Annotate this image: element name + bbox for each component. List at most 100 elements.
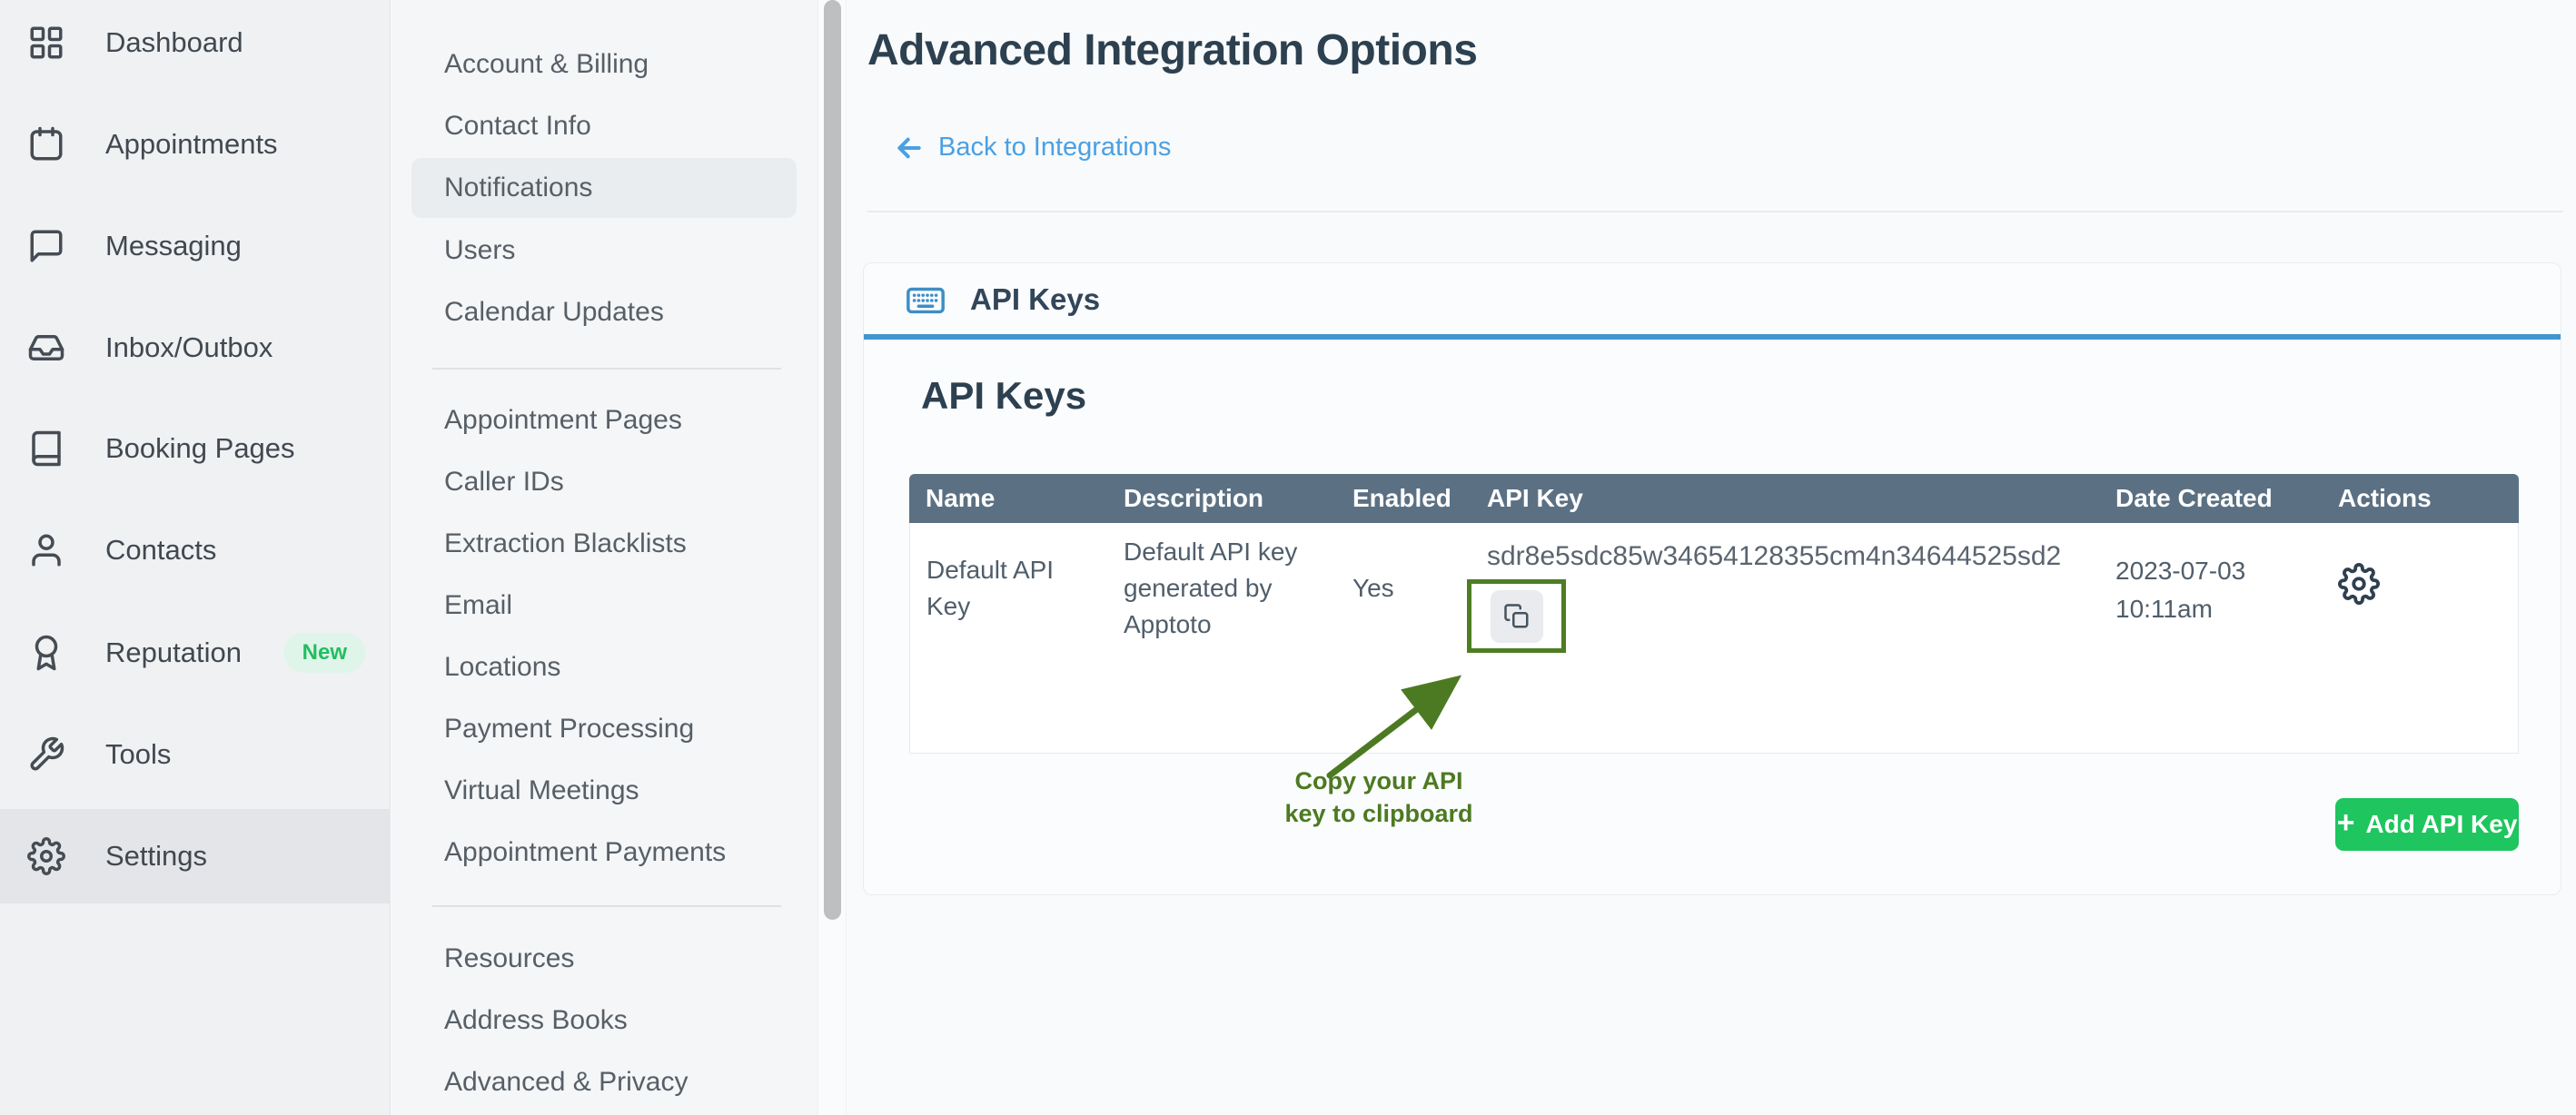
- cell-description: Default API key generated by Apptoto: [1107, 523, 1336, 754]
- tab-label: API Keys: [970, 282, 1101, 316]
- sidebar-item-dashboard[interactable]: Dashboard: [0, 8, 391, 77]
- settings-menu-item-extraction-blacklists[interactable]: Extraction Blacklists: [391, 516, 817, 572]
- settings-menu-item-label: Locations: [444, 652, 561, 682]
- sidebar-item-inbox-outbox[interactable]: Inbox/Outbox: [0, 313, 391, 382]
- settings-menu-item-label: Users: [444, 235, 516, 265]
- settings-menu-item-label: Calendar Updates: [444, 297, 664, 327]
- page-title: Advanced Integration Options: [867, 26, 1478, 74]
- sidebar-item-label: Booking Pages: [105, 432, 295, 464]
- settings-menu-item-notifications[interactable]: Notifications: [411, 158, 797, 218]
- calendar-icon: [30, 126, 63, 161]
- settings-menu-item-users[interactable]: Users: [391, 222, 817, 279]
- settings-menu-item-caller-ids[interactable]: Caller IDs: [391, 454, 817, 510]
- grid-icon: [30, 26, 63, 59]
- settings-menu-item-appointment-payments[interactable]: Appointment Payments: [391, 824, 817, 881]
- cell-actions: [2322, 523, 2519, 754]
- settings-menu-item-address-books[interactable]: Address Books: [391, 992, 817, 1049]
- column-header-actions: Actions: [2322, 474, 2519, 523]
- award-icon: [35, 635, 58, 671]
- copy-icon: [1503, 603, 1528, 627]
- sidebar-item-label: Messaging: [105, 230, 242, 261]
- row-actions-button[interactable]: [2338, 563, 2380, 605]
- sidebar-item-reputation[interactable]: Reputation New: [0, 618, 391, 687]
- gear-icon: [27, 837, 65, 875]
- sidebar-item-appointments[interactable]: Appointments: [0, 110, 391, 179]
- annotation-line-1: Copy your API: [1294, 767, 1463, 794]
- back-link-label: Back to Integrations: [938, 133, 1172, 162]
- add-api-key-label: Add API Key: [2365, 810, 2518, 838]
- settings-menu-item-virtual-meetings[interactable]: Virtual Meetings: [391, 763, 817, 819]
- settings-menu-item-account-billing[interactable]: Account & Billing: [391, 36, 817, 93]
- sidebar-item-contacts[interactable]: Contacts: [0, 516, 391, 585]
- settings-menu-item-resources[interactable]: Resources: [391, 931, 817, 987]
- menu-divider: [432, 905, 781, 907]
- user-icon: [32, 534, 61, 567]
- settings-menu-item-label: Contact Info: [444, 111, 591, 141]
- wrench-icon: [30, 736, 64, 771]
- back-to-integrations-link[interactable]: Back to Integrations: [895, 133, 1171, 163]
- api-key-enabled: Yes: [1352, 574, 1394, 602]
- sidebar-item-label: Reputation: [105, 636, 242, 668]
- api-key-name: Default API Key: [926, 556, 1055, 620]
- tab-api-keys[interactable]: API Keys: [864, 263, 1141, 336]
- sidebar-item-booking-pages[interactable]: Booking Pages: [0, 414, 391, 483]
- new-badge: New: [283, 633, 365, 673]
- column-header-description: Description: [1107, 474, 1336, 523]
- settings-menu-item-label: Account & Billing: [444, 49, 649, 79]
- sidebar-item-label: Inbox/Outbox: [105, 331, 273, 363]
- sidebar-item-settings[interactable]: Settings: [0, 809, 391, 903]
- settings-menu-item-label: Email: [444, 590, 513, 620]
- message-icon: [30, 230, 63, 262]
- settings-menu-item-email[interactable]: Email: [391, 577, 817, 634]
- cell-name: Default API Key: [909, 523, 1107, 754]
- settings-menu-item-appointment-pages[interactable]: Appointment Pages: [391, 392, 817, 449]
- sidebar-item-label: Settings: [105, 840, 208, 872]
- settings-menu-item-contact-info[interactable]: Contact Info: [391, 98, 817, 154]
- settings-menu-item-locations[interactable]: Locations: [391, 639, 817, 696]
- settings-menu-item-label: Appointment Pages: [444, 405, 682, 435]
- settings-menu-item-label: Extraction Blacklists: [444, 528, 687, 558]
- api-key-description: Default API key generated by Apptoto: [1124, 538, 1298, 638]
- annotation-line-2: key to clipboard: [1284, 800, 1473, 827]
- settings-menu-item-label: Advanced & Privacy: [444, 1067, 689, 1097]
- inbox-icon: [28, 335, 64, 360]
- api-key-value: sdr8e5sdc85w34654128355cm4n34644525sd2: [1487, 541, 2062, 571]
- settings-menu-item-advanced-privacy[interactable]: Advanced & Privacy: [391, 1054, 817, 1110]
- sidebar-item-messaging[interactable]: Messaging: [0, 212, 391, 281]
- sidebar-item-label: Tools: [105, 738, 172, 770]
- cell-date-created: 2023-07-03 10:11am: [2099, 523, 2322, 754]
- copy-api-key-button[interactable]: [1490, 589, 1543, 643]
- settings-menu-item-label: Resources: [444, 943, 575, 973]
- annotation-highlight-box: [1467, 579, 1566, 653]
- column-header-date-created: Date Created: [2099, 474, 2322, 523]
- settings-menu-item-label: Address Books: [444, 1005, 628, 1035]
- scrollbar-thumb[interactable]: [824, 0, 841, 920]
- gear-icon: [2338, 563, 2380, 605]
- divider: [867, 211, 2563, 212]
- api-key-date-created: 2023-07-03 10:11am: [2115, 557, 2246, 623]
- annotation-arrow: [1326, 675, 1462, 779]
- plus-icon: +: [2336, 805, 2355, 840]
- settings-menu-scrollbar-track[interactable]: [817, 0, 847, 1115]
- settings-menu-item-calendar-updates[interactable]: Calendar Updates: [391, 284, 817, 340]
- sidebar-item-label: Dashboard: [105, 26, 243, 58]
- arrow-left-icon: [897, 137, 921, 158]
- column-header-name: Name: [909, 474, 1107, 523]
- settings-menu-item-label: Notifications: [444, 173, 593, 202]
- column-header-enabled: Enabled: [1336, 474, 1471, 523]
- active-tab-underline: [864, 334, 2561, 340]
- settings-menu-item-label: Caller IDs: [444, 467, 564, 497]
- settings-menu-item-payment-processing[interactable]: Payment Processing: [391, 701, 817, 757]
- add-api-key-button[interactable]: + Add API Key: [2335, 798, 2519, 851]
- table-row: Default API Key Default API key generate…: [909, 523, 2519, 754]
- section-title: API Keys: [921, 374, 1087, 417]
- cell-api-key: sdr8e5sdc85w34654128355cm4n34644525sd2: [1467, 523, 2099, 754]
- sidebar-item-label: Contacts: [105, 534, 217, 566]
- book-icon: [32, 430, 61, 467]
- sidebar-item-tools[interactable]: Tools: [0, 720, 391, 789]
